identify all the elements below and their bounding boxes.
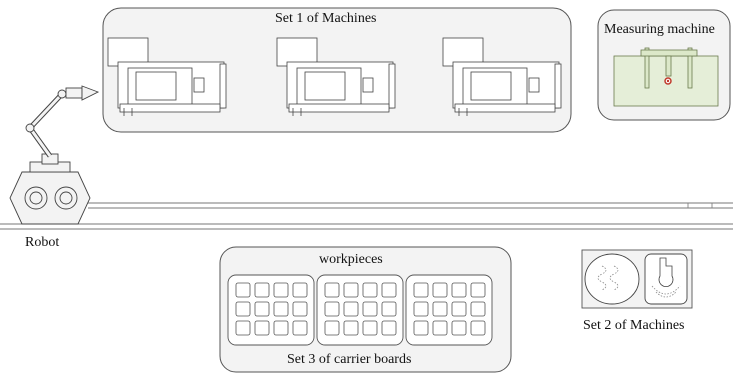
measuring-label: Measuring machine [604, 22, 715, 37]
workpiece-slot [254, 282, 270, 298]
workpiece-slot [324, 282, 340, 298]
workpiece-slot [362, 301, 378, 317]
set2-machines [581, 249, 693, 309]
workpiece-slot [254, 320, 270, 336]
workpiece-slot [235, 301, 251, 317]
workpiece-slot [292, 282, 308, 298]
workpiece-slot [235, 282, 251, 298]
workpiece-slot [432, 301, 448, 317]
workpiece-slot [451, 301, 467, 317]
spiral-machine-icon [584, 253, 640, 305]
workpiece-slot [413, 282, 429, 298]
workpiece-slot [273, 282, 289, 298]
workpiece-slot [381, 282, 397, 298]
workpiece-slot [470, 320, 486, 336]
workpiece-slot [273, 320, 289, 336]
cnc-machine-icon [276, 37, 396, 116]
workpiece-slot [451, 282, 467, 298]
set3-label: Set 3 of carrier boards [287, 352, 412, 367]
workpiece-slot [470, 282, 486, 298]
workpiece-slot [343, 301, 359, 317]
workpiece-slot [470, 301, 486, 317]
workpiece-slot [432, 282, 448, 298]
workpiece-slot [324, 320, 340, 336]
workpiece-slot [343, 282, 359, 298]
robot-arm-icon [9, 85, 100, 225]
drill-machine-icon [644, 253, 688, 305]
workpiece-slot [413, 301, 429, 317]
workpiece-slot [362, 320, 378, 336]
robot-label: Robot [25, 235, 60, 250]
workpiece-slot [273, 301, 289, 317]
set1-label: Set 1 of Machines [275, 11, 377, 26]
cnc-machine-icon [107, 37, 227, 116]
workpiece-slot [413, 320, 429, 336]
workpieces-label: workpieces [319, 252, 383, 267]
workpiece-slot [292, 320, 308, 336]
measuring-machine-icon [613, 47, 719, 107]
workpiece-slot [292, 301, 308, 317]
conveyor-rail [0, 202, 733, 230]
cnc-machine-icon [442, 37, 562, 116]
workpiece-slot [381, 301, 397, 317]
workpiece-slot [324, 301, 340, 317]
workpiece-slot [254, 301, 270, 317]
workpiece-slot [362, 282, 378, 298]
workpiece-slot [235, 320, 251, 336]
workpiece-slot [432, 320, 448, 336]
workpiece-slot [451, 320, 467, 336]
workpiece-slot [343, 320, 359, 336]
workpiece-slot [381, 320, 397, 336]
set2-label: Set 2 of Machines [583, 318, 685, 333]
